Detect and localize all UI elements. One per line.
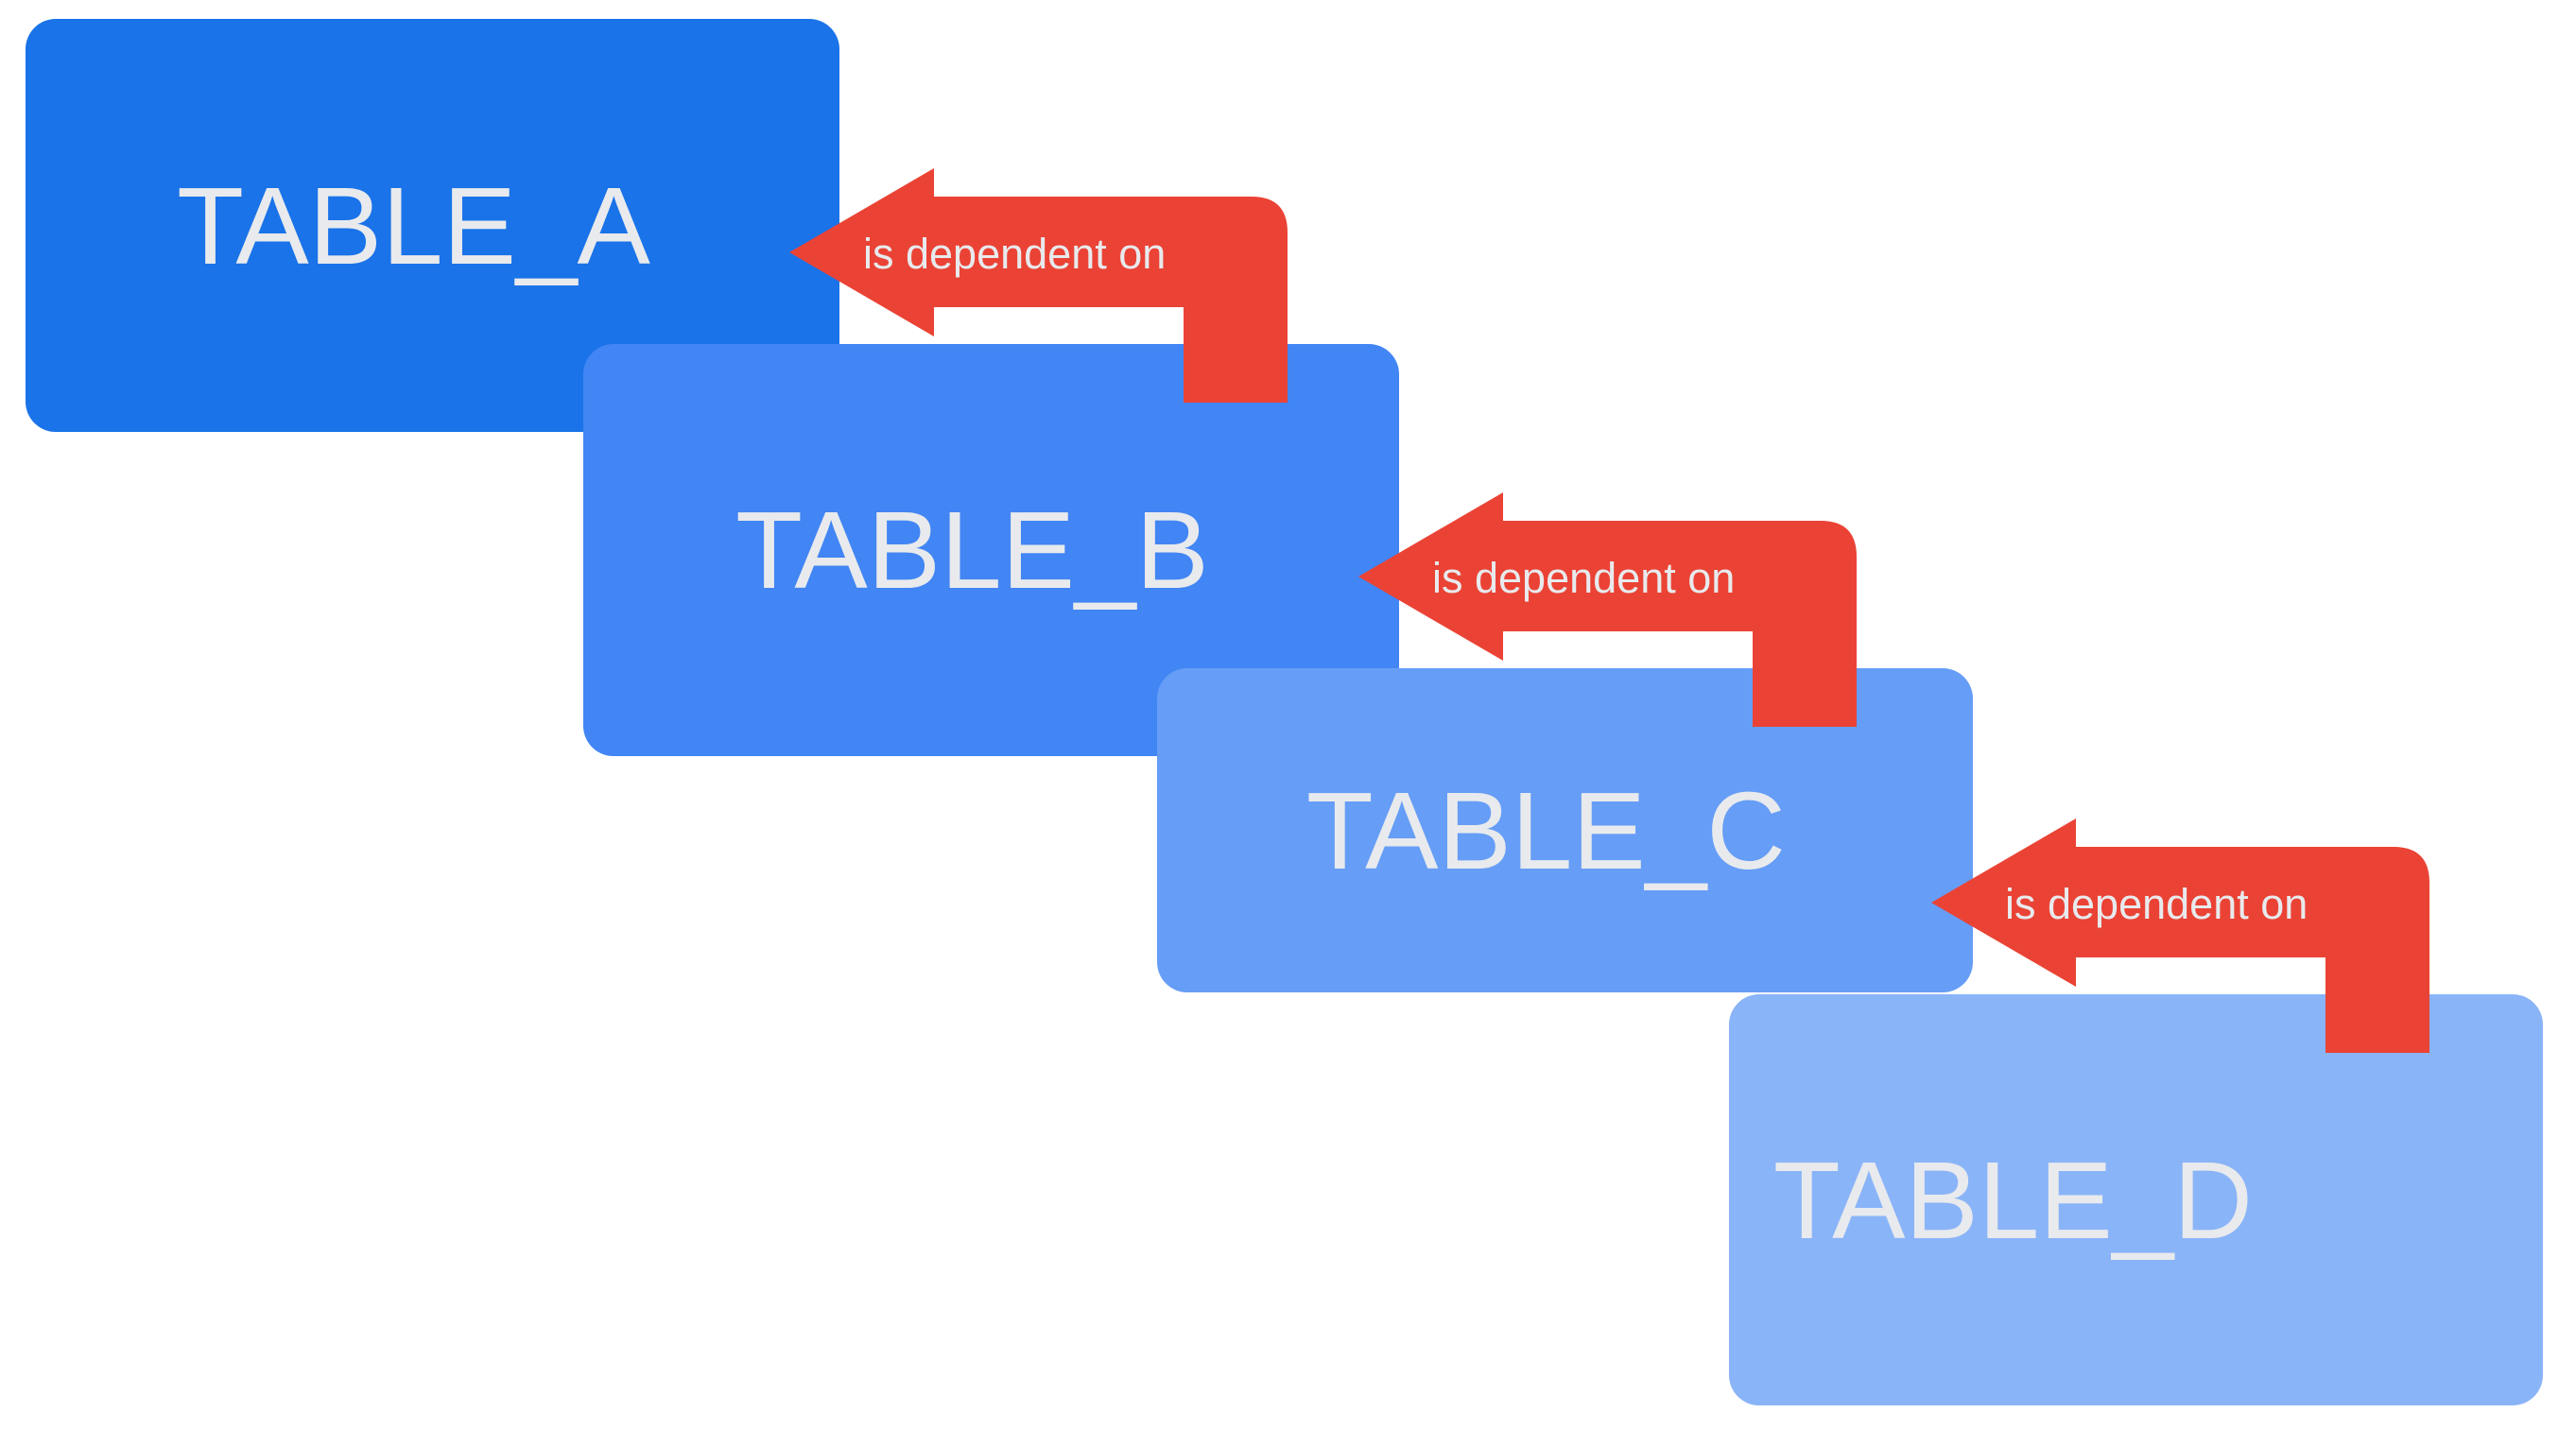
table-node-label: TABLE_A	[177, 164, 650, 287]
table-node-d[interactable]: TABLE_D	[1729, 994, 2543, 1405]
table-node-label: TABLE_D	[1772, 1138, 2254, 1262]
table-node-c[interactable]: TABLE_C	[1157, 668, 1973, 992]
dependency-arrow-label: is dependent on	[1432, 554, 1736, 602]
table-node-label: TABLE_C	[1305, 768, 1787, 892]
table-node-a[interactable]: TABLE_A	[26, 19, 839, 432]
dependency-arrow-label: is dependent on	[863, 230, 1167, 278]
table-node-label: TABLE_B	[735, 489, 1209, 612]
dependency-arrow-label: is dependent on	[2005, 880, 2308, 928]
